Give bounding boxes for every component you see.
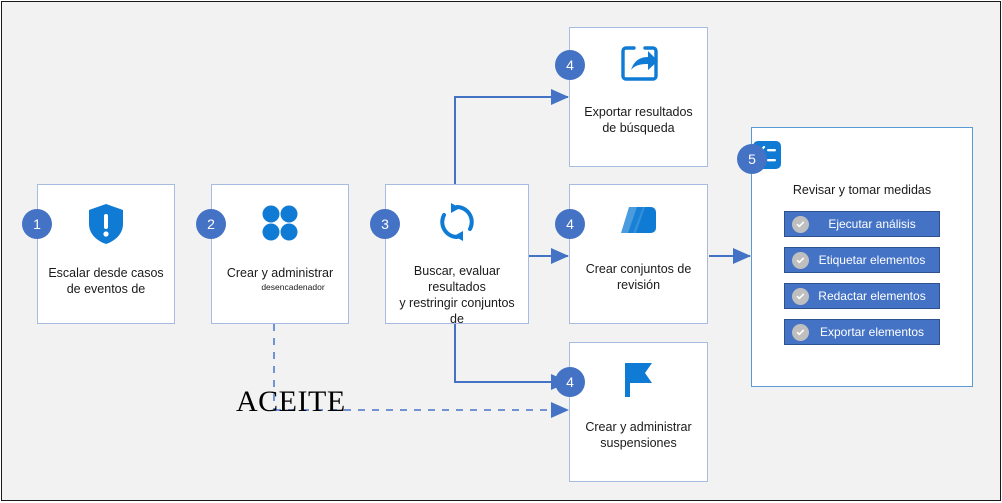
node-holds-line1: Crear y administrar xyxy=(585,420,692,434)
node-export-results-line1: Exportar resultados xyxy=(584,105,693,119)
node-review-sets[interactable]: Crear conjuntos de revisión xyxy=(569,184,708,324)
check-circle-icon xyxy=(792,251,809,269)
node-holds[interactable]: Crear y administrar suspensiones xyxy=(569,342,708,482)
badge-4-holds: 4 xyxy=(555,367,585,397)
node-export-results[interactable]: Exportar resultados de búsqueda xyxy=(569,27,708,167)
check-circle-icon xyxy=(792,287,809,305)
node-review-sets-caption: Crear conjuntos de revisión xyxy=(578,261,700,293)
panel-title: Revisar y tomar medidas xyxy=(792,183,932,197)
node-manage-cases-caption: Crear y administrar desencadenador xyxy=(219,265,341,293)
action-redact-items-label: Redactar elementos xyxy=(818,289,926,303)
node-escalate-line1: Escalar desde casos xyxy=(48,266,164,280)
node-export-results-line2: de búsqueda xyxy=(602,121,675,135)
node-review-sets-line1: Crear conjuntos de xyxy=(585,262,692,276)
action-export-items-label: Exportar elementos xyxy=(819,325,925,339)
node-search-evaluate-line2: y restringir conjuntos de xyxy=(399,296,515,326)
panel-review-and-act[interactable]: Revisar y tomar medidas Ejecutar análisi… xyxy=(751,127,973,387)
badge-2: 2 xyxy=(196,209,226,239)
sync-refresh-icon xyxy=(437,201,477,243)
node-escalate-line2: de eventos de xyxy=(66,282,146,296)
badge-4-review-sets: 4 xyxy=(555,209,585,239)
node-search-evaluate-line1: Buscar, evaluar resultados xyxy=(413,264,501,294)
layers-stack-icon xyxy=(617,201,661,241)
action-tag-items[interactable]: Etiquetar elementos xyxy=(784,247,940,273)
shield-alert-icon xyxy=(87,203,125,245)
action-tag-items-label: Etiquetar elementos xyxy=(818,253,926,267)
node-review-sets-line2: revisión xyxy=(616,278,661,292)
node-search-evaluate[interactable]: Buscar, evaluar resultados y restringir … xyxy=(385,184,529,327)
action-redact-items[interactable]: Redactar elementos xyxy=(784,283,940,309)
node-manage-cases-line1: Crear y administrar xyxy=(226,266,334,280)
node-holds-line2: suspensiones xyxy=(600,436,677,450)
node-escalate[interactable]: Escalar desde casos de eventos de xyxy=(37,184,175,324)
badge-4-export: 4 xyxy=(555,50,585,80)
connector-search-to-holds xyxy=(454,324,569,390)
node-manage-cases-sub: desencadenador xyxy=(261,282,325,292)
node-manage-cases[interactable]: Crear y administrar desencadenador xyxy=(211,184,349,324)
export-share-icon xyxy=(619,44,659,84)
node-search-evaluate-caption: Buscar, evaluar resultados y restringir … xyxy=(386,263,528,327)
checklist-icon xyxy=(752,140,972,175)
check-circle-icon xyxy=(792,215,809,233)
node-export-results-caption: Exportar resultados de búsqueda xyxy=(576,104,700,136)
connector-search-to-export xyxy=(454,89,569,184)
node-escalate-caption: Escalar desde casos de eventos de xyxy=(40,265,171,297)
action-export-items[interactable]: Exportar elementos xyxy=(784,319,940,345)
four-dots-icon xyxy=(260,203,300,243)
badge-5: 5 xyxy=(737,144,767,174)
badge-1: 1 xyxy=(22,209,52,239)
aceite-annotation: ACEITE xyxy=(236,385,346,418)
badge-3: 3 xyxy=(370,209,400,239)
action-run-analytics[interactable]: Ejecutar análisis xyxy=(784,211,940,237)
check-circle-icon xyxy=(792,323,809,341)
flag-icon xyxy=(618,359,660,399)
action-run-analytics-label: Ejecutar análisis xyxy=(828,217,916,231)
node-holds-caption: Crear y administrar suspensiones xyxy=(577,419,699,451)
